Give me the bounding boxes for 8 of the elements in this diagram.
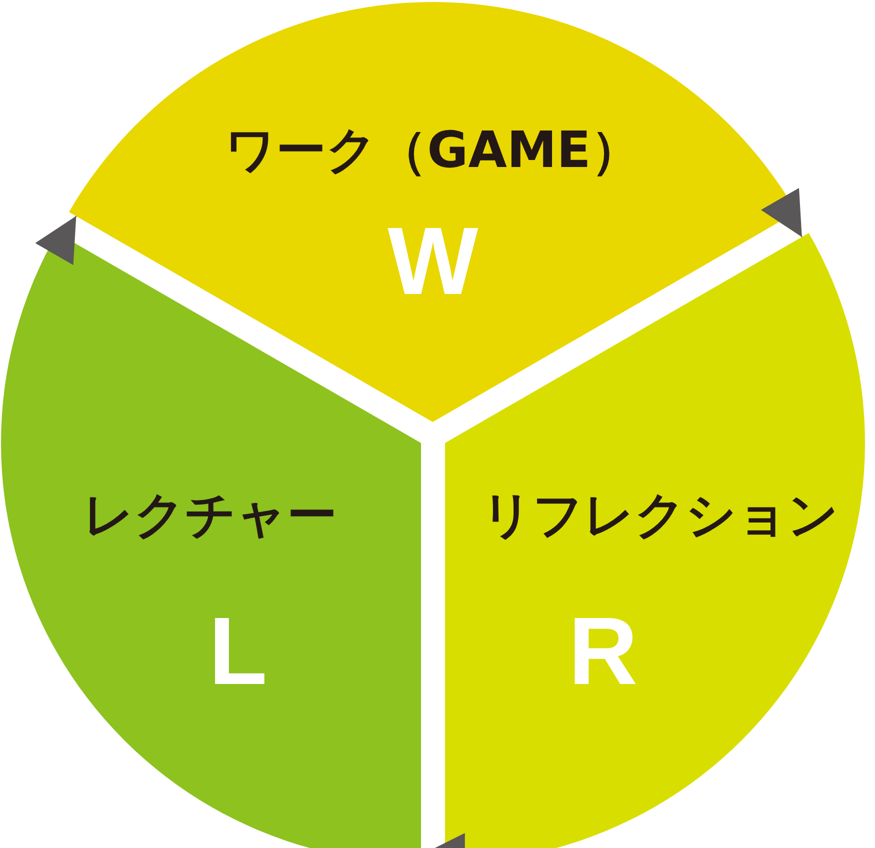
- sector-letter: W: [388, 214, 478, 310]
- sector-letter: L: [208, 604, 268, 700]
- sector-heading: リフレクション: [481, 490, 838, 540]
- sector-heading: ワーク（GAME）: [225, 125, 641, 175]
- sector-heading: レクチャー: [82, 490, 337, 540]
- sector-letter: R: [568, 604, 638, 700]
- cycle-arrow: [35, 216, 77, 266]
- cycle-arrow: [760, 188, 802, 238]
